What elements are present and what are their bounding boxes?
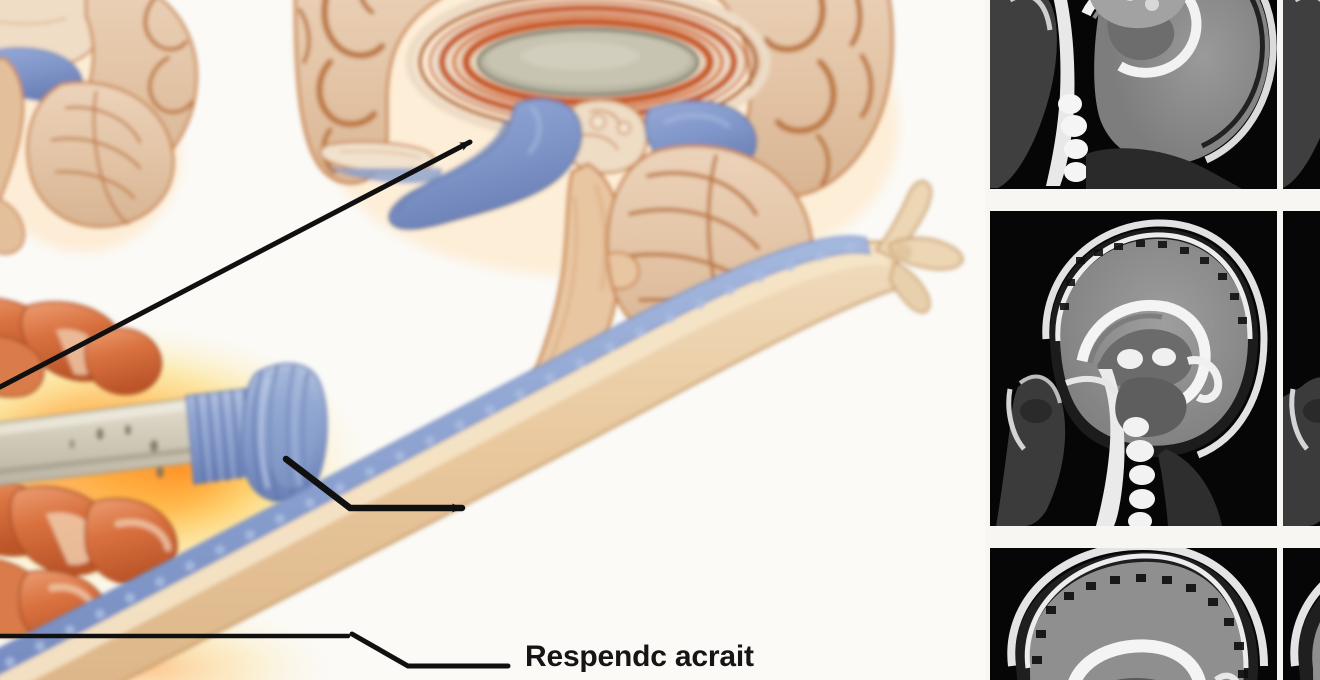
partial-brain-section-left — [0, 0, 198, 255]
mri-scan-r3c2[interactable] — [1283, 548, 1320, 680]
mri-contact-sheet — [985, 0, 1320, 680]
endoscope-catheter-device — [0, 362, 328, 504]
leader-label — [349, 631, 511, 669]
mri-scan-r2c1[interactable] — [990, 211, 1277, 526]
leader-catheter-tip — [282, 455, 466, 513]
leader-brain — [0, 139, 473, 390]
annotation-leaders — [0, 139, 511, 669]
spinal-cord-longitudinal — [0, 180, 964, 680]
mri-scan-r1c2[interactable] — [1283, 0, 1320, 189]
anatomical-illustration-canvas: Respendc acrait — [0, 0, 964, 680]
mri-scan-r2c2[interactable] — [1283, 211, 1320, 526]
mri-scan-r1c1[interactable] — [990, 0, 1277, 189]
mri-scan-r3c1[interactable] — [990, 548, 1277, 680]
annotation-label-main: Respendc acrait — [525, 640, 754, 673]
